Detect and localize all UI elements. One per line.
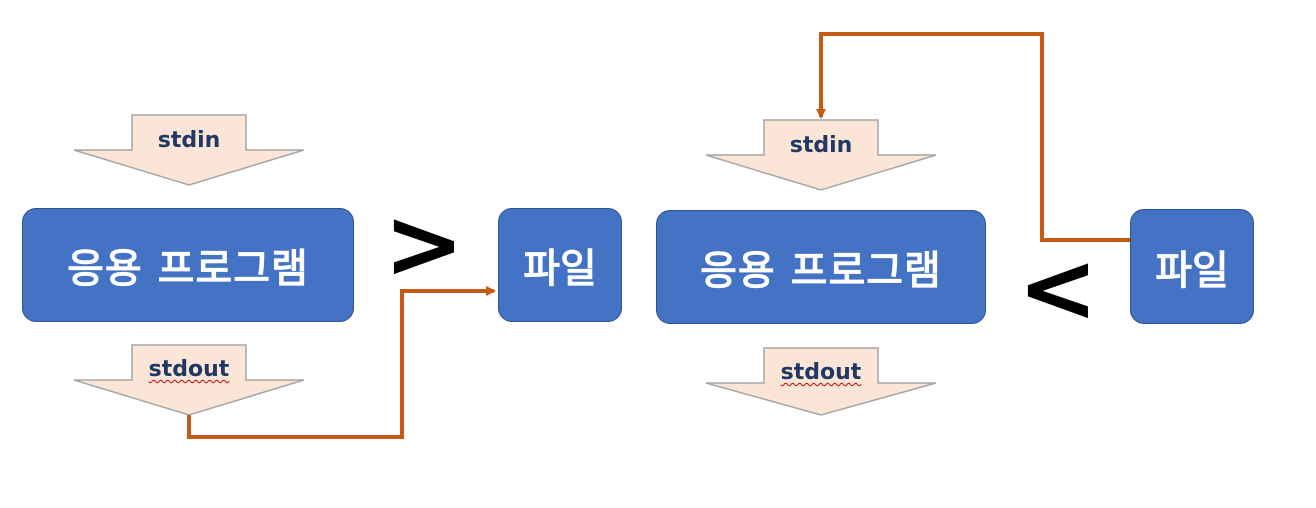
right-application-label: 응용 프로그램 (700, 248, 942, 294)
left-redirect-operator: > (383, 188, 465, 300)
right-application-box: 응용 프로그램 (656, 210, 986, 324)
right-stdout-arrow (705, 347, 937, 416)
left-application-label: 응용 프로그램 (67, 246, 309, 292)
left-stdout-label: stdout (148, 357, 230, 382)
right-redirect-operator: < (1017, 232, 1099, 344)
left-stdin-arrow (73, 114, 305, 186)
right-file-box: 파일 (1130, 209, 1254, 324)
left-file-box: 파일 (498, 208, 622, 322)
left-stdin-label: stdin (157, 128, 221, 153)
right-file-label: 파일 (1155, 247, 1229, 294)
right-input-connector (816, 32, 1130, 242)
left-output-connector (187, 286, 496, 439)
right-stdin-arrow (705, 119, 937, 191)
left-file-label: 파일 (523, 246, 597, 292)
right-stdout-label: stdout (780, 360, 862, 385)
right-stdin-label: stdin (789, 133, 853, 158)
left-stdout-arrow (73, 344, 305, 416)
left-application-box: 응용 프로그램 (22, 208, 354, 322)
